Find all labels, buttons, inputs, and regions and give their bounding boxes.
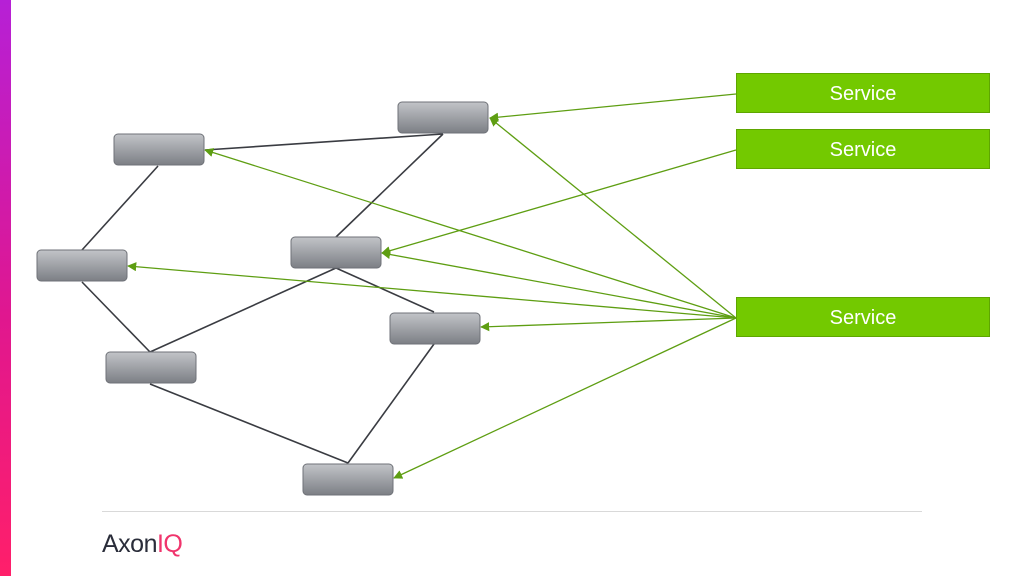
accent-bar [0, 0, 11, 576]
service-arrow [489, 93, 737, 122]
service-arrow [204, 148, 737, 319]
service-box: Service [736, 73, 990, 113]
service-arrows [127, 93, 737, 479]
network-node [113, 133, 205, 166]
service-arrow [480, 317, 737, 332]
node-connections [81, 133, 444, 464]
service-label: Service [829, 139, 897, 161]
network-node [36, 249, 128, 282]
logo-text: Axon [102, 530, 157, 558]
edge [347, 343, 435, 464]
network-node [105, 351, 197, 384]
service-box: Service [736, 297, 990, 337]
network-node [397, 101, 489, 134]
axoniq-logo: AxonIQ [102, 529, 183, 559]
footer-divider [102, 511, 922, 512]
edge [149, 267, 337, 353]
service-arrow [381, 250, 737, 319]
edge [81, 281, 151, 353]
service-label: Service [829, 83, 897, 105]
edge [149, 383, 349, 464]
logo-accent-text: IQ [156, 530, 183, 558]
edge [335, 267, 435, 313]
edge [204, 133, 444, 151]
service-arrow [127, 262, 737, 319]
edge [335, 133, 444, 238]
network-node [290, 236, 382, 269]
network-node [302, 463, 394, 496]
service-arrow [381, 149, 737, 256]
service-arrow [393, 317, 737, 479]
service-label: Service [829, 307, 897, 329]
edge [81, 165, 159, 251]
network-node [389, 312, 481, 345]
service-box: Service [736, 129, 990, 169]
service-arrow [489, 117, 737, 319]
